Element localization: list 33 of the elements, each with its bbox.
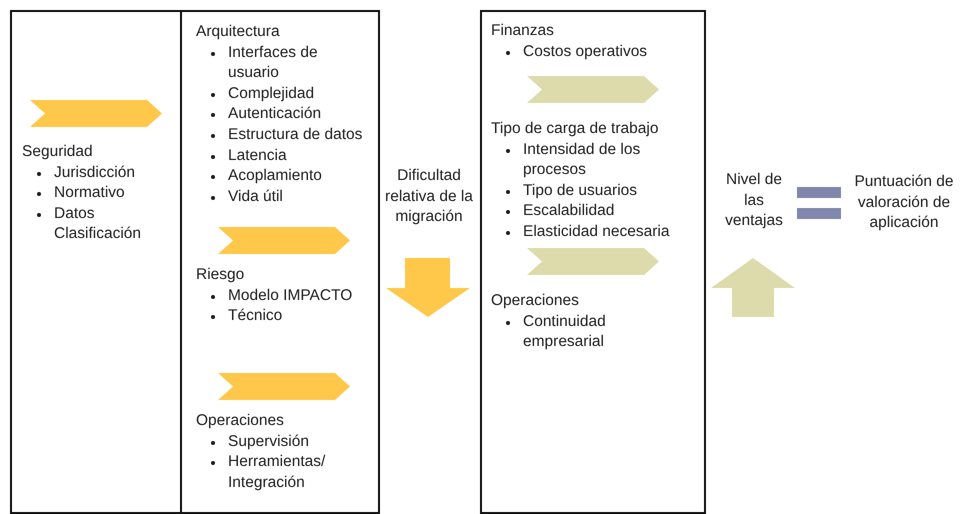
column-box: [10, 10, 182, 514]
bullet-item: Interfaces de usuario: [228, 44, 318, 82]
bullet-item: Continuidad empresarial: [523, 312, 606, 350]
section-heading: Operaciones: [491, 291, 580, 311]
section-heading: Operaciones: [196, 411, 285, 431]
bullet-item: Complejidad: [228, 84, 314, 102]
side-label: Dificultad relativa de la migración: [378, 166, 480, 228]
bullet-item: Latencia: [228, 146, 287, 164]
bullet-item: Técnico: [228, 307, 282, 324]
bullet-item: Vida útil: [228, 188, 283, 205]
bullet-item: Elasticidad necesaria: [523, 222, 670, 240]
bullet-item: Herramientas/ Integración: [228, 453, 326, 491]
section-heading: Finanzas: [491, 21, 555, 41]
bullet-item: Supervisión: [228, 432, 309, 450]
side-label: Nivel de las ventajas: [718, 170, 790, 232]
bullet-item: Intensidad de los procesos: [523, 140, 640, 178]
bullet-item: Jurisdicción: [54, 164, 135, 181]
bullet-item: Modelo IMPACTO: [228, 286, 352, 304]
bullet-item: Acoplamiento: [228, 167, 322, 184]
bullet-item: Autenticación: [228, 105, 322, 122]
column-box: [180, 10, 380, 514]
section-heading: Riesgo: [196, 265, 246, 285]
bullet-item: Datos Clasificación: [54, 204, 142, 242]
bullet-item: Normativo: [54, 184, 125, 202]
bullet-item: Estructura de datos: [228, 126, 362, 143]
bullet-item: Tipo de usuarios: [523, 182, 638, 199]
bullet-item: Escalabilidad: [523, 202, 614, 220]
side-label: Puntuación de valoración de aplicación: [848, 172, 960, 234]
section-heading: Seguridad: [22, 142, 94, 162]
section-heading: Arquitectura: [196, 22, 281, 42]
section-heading: Tipo de carga de trabajo: [491, 119, 660, 139]
bullet-item: Costos operativos: [523, 42, 648, 60]
column-box: [480, 10, 706, 514]
